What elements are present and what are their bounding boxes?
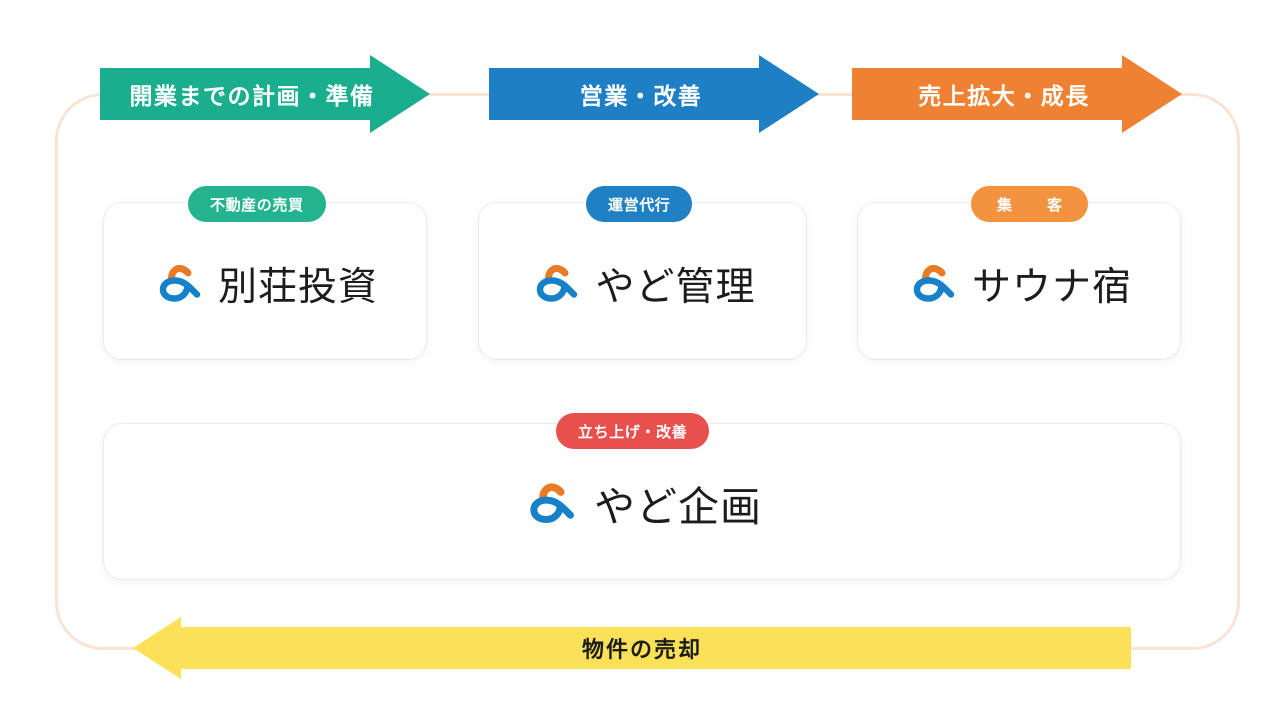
phase-arrow-label: 営業・改善 (579, 83, 703, 109)
service-card-yado-kikaku[interactable]: やど企画 (104, 424, 1180, 579)
service-badge-customer-acquisition: 集 客 (971, 186, 1089, 222)
arrow-shape-green (100, 55, 430, 133)
service-card-sauna-yado[interactable]: サウナ宿 (858, 203, 1180, 359)
return-arrow-property-sale: 物件の売却 (133, 617, 1131, 679)
arrow-shape-blue (489, 55, 819, 133)
phase-arrow-label: 開業までの計画・準備 (129, 83, 375, 109)
ampersand-logo-icon (152, 259, 204, 316)
arrow-shape-yellow-left (133, 617, 1131, 679)
service-card-yado-kanri[interactable]: やど管理 (479, 203, 806, 359)
phase-arrow-planning: 開業までの計画・準備 (100, 55, 430, 133)
brand-name: やど企画 (594, 484, 762, 530)
arrow-shape-orange (852, 55, 1182, 133)
service-card-besso-toushi[interactable]: 別荘投資 (104, 203, 426, 359)
phase-arrow-operations: 営業・改善 (489, 55, 819, 133)
brand-name: 別荘投資 (217, 265, 378, 309)
ampersand-logo-icon (529, 259, 581, 316)
brand-lockup: やど企画 (522, 477, 762, 538)
service-badge-operation-agency: 運営代行 (586, 186, 693, 222)
return-arrow-label: 物件の売却 (581, 637, 702, 662)
brand-lockup: サウナ宿 (906, 259, 1132, 316)
brand-lockup: やど管理 (529, 259, 755, 316)
phase-arrow-label: 売上拡大・成長 (918, 83, 1090, 109)
service-badge-real-estate: 不動産の売買 (188, 186, 326, 222)
ampersand-logo-icon (522, 477, 578, 538)
phase-arrow-growth: 売上拡大・成長 (852, 55, 1182, 133)
brand-name: やど管理 (595, 265, 756, 309)
ampersand-logo-icon (906, 259, 958, 316)
brand-lockup: 別荘投資 (152, 259, 378, 316)
brand-name: サウナ宿 (971, 265, 1132, 309)
service-badge-launch-improve: 立ち上げ・改善 (556, 413, 710, 449)
